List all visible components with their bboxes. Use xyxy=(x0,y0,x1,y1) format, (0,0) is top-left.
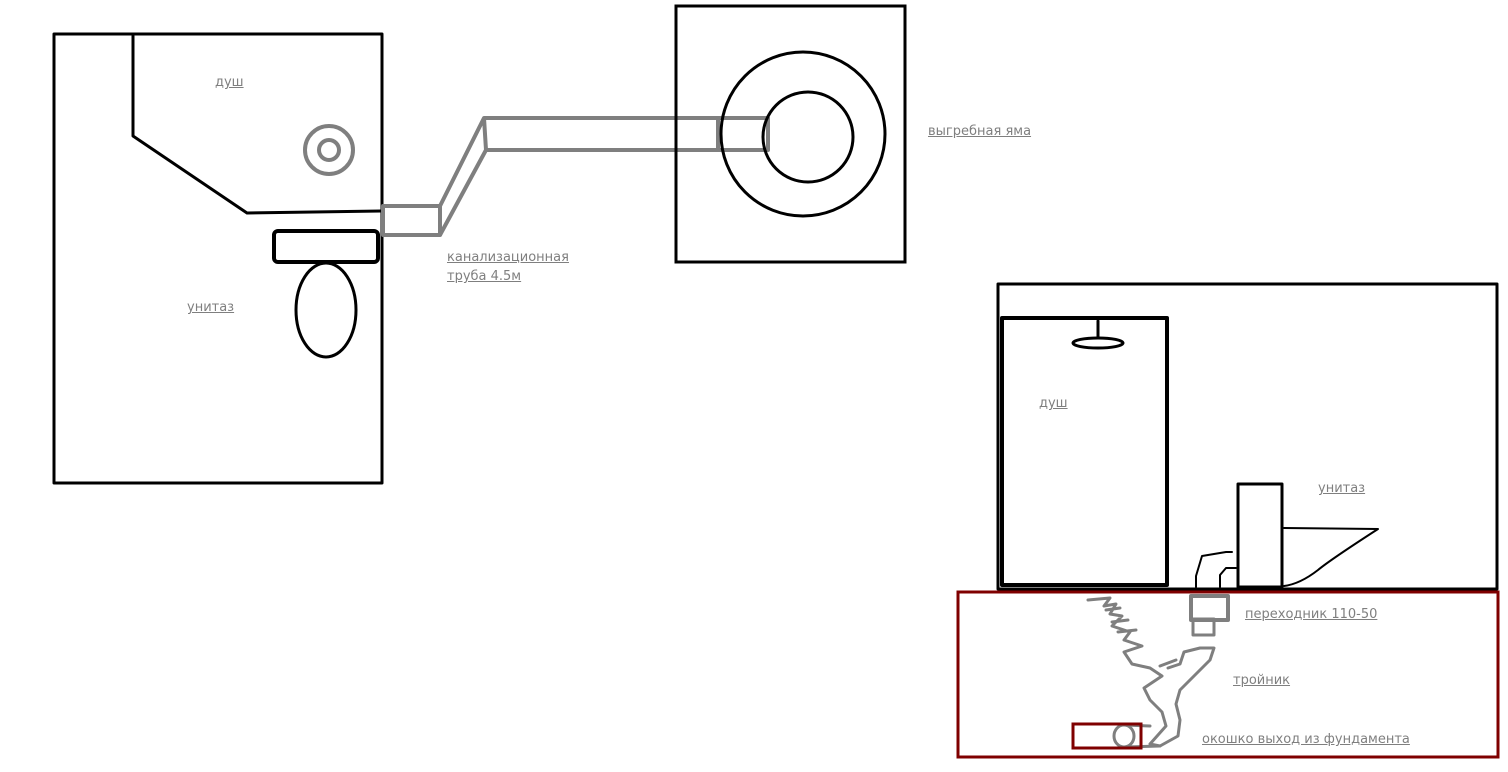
pipe-diagonal-inner xyxy=(482,117,488,151)
foundation-outlet-label: окошко выход из фундамента xyxy=(1202,732,1410,747)
tee-label: тройник xyxy=(1233,673,1291,688)
cesspit xyxy=(674,4,907,264)
plan-pipe-label: канализационная xyxy=(447,250,569,265)
plan-view xyxy=(52,32,384,485)
shower-drain-inner-icon xyxy=(317,138,341,162)
toilet-bowl-plan xyxy=(294,261,358,359)
side-toilet-label: унитаз xyxy=(1318,481,1366,496)
side-view xyxy=(996,282,1499,591)
side-shower-label: душ xyxy=(1039,396,1068,411)
toilet-bowl-side xyxy=(1283,527,1379,587)
cesspit-ring-inner xyxy=(761,90,855,184)
pipe-diagonal-lower xyxy=(438,148,720,236)
shower-enclosure xyxy=(131,34,383,215)
cesspit-label: выгребная яма xyxy=(928,124,1032,139)
foundation-window xyxy=(1071,722,1143,750)
adapter-110-50-upper xyxy=(1189,594,1230,622)
shower-head-icon xyxy=(1071,336,1125,350)
toilet-drain-side xyxy=(1195,551,1237,588)
foundation-outline xyxy=(956,590,1500,759)
adapter-label: переходник 110-50 xyxy=(1245,607,1378,622)
sewer-pipe-plan xyxy=(381,116,770,237)
tee-fitting xyxy=(1086,596,1216,748)
cesspit-outline xyxy=(674,4,907,264)
tee-branch xyxy=(1104,606,1178,668)
plan-shower-label: душ xyxy=(215,75,244,90)
bathroom-outline xyxy=(52,32,384,485)
toilet-tank-side xyxy=(1236,482,1284,589)
outlet-pipe-end xyxy=(1112,723,1136,749)
pipe-outlet-segment xyxy=(381,204,442,237)
pipe-diagonal-upper xyxy=(438,116,720,207)
cesspit-ring-outer xyxy=(719,50,887,218)
shower-drain-outer-icon xyxy=(303,124,355,176)
building-outline xyxy=(996,282,1499,591)
adapter-110-50-lower xyxy=(1191,617,1216,637)
toilet-tank-plan xyxy=(272,229,380,264)
shower-cabin xyxy=(1000,316,1169,587)
plan-toilet-label: унитаз xyxy=(187,300,235,315)
plan-pipe-length-label: труба 4.5м xyxy=(447,269,522,284)
pipe-inlet-segment xyxy=(716,116,770,152)
